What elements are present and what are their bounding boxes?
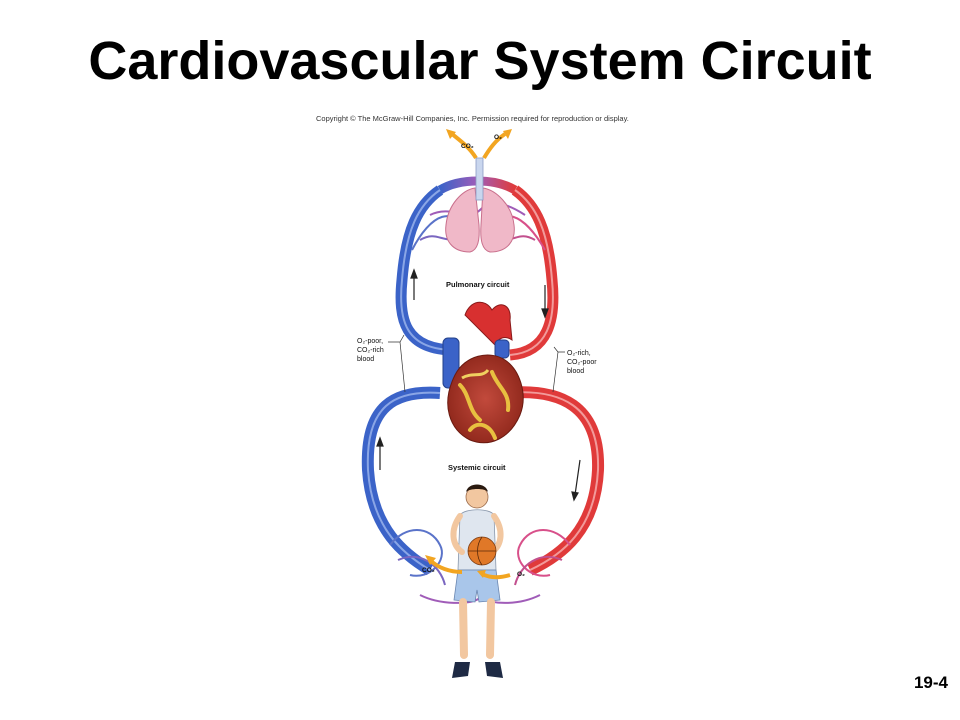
- tissue-co2-label: CO₂: [422, 567, 435, 574]
- systemic-vessels: [361, 386, 605, 576]
- athlete-figure: [450, 484, 504, 678]
- slide-title: Cardiovascular System Circuit: [88, 31, 872, 91]
- left-blood-annotation: O₂-poor, CO₂-rich blood: [357, 334, 406, 393]
- right-blood-line-2: CO₂-poor: [567, 359, 597, 366]
- copyright-notice: Copyright © The McGraw-Hill Companies, I…: [316, 114, 629, 123]
- lung-o2-label: O₂: [494, 134, 502, 141]
- right-shoe: [485, 662, 503, 678]
- flow-arrows: [376, 268, 581, 502]
- systemic-circuit-label: Systemic circuit: [448, 463, 506, 472]
- lungs: [445, 157, 515, 253]
- aorta: [464, 301, 513, 346]
- left-blood-line-1: O₂-poor,: [357, 338, 383, 345]
- lung-co2-label: CO₂: [461, 143, 474, 150]
- right-blood-annotation: O₂-rich, CO₂-poor blood: [552, 346, 597, 393]
- right-blood-line-1: O₂-rich,: [567, 350, 591, 357]
- slide-number: 19-4: [913, 673, 948, 692]
- pulmonary-circuit-label: Pulmonary circuit: [446, 280, 510, 289]
- tissue-o2-label: O₂: [517, 571, 525, 578]
- tissue-gas-arrows: CO₂ O₂: [422, 555, 525, 580]
- shorts: [453, 569, 501, 603]
- left-shoe: [452, 662, 470, 678]
- left-blood-line-3: blood: [357, 356, 374, 363]
- left-blood-line-2: CO₂-rich: [357, 347, 384, 354]
- right-blood-line-3: blood: [567, 368, 584, 375]
- heart: [442, 301, 524, 444]
- trachea: [475, 157, 484, 201]
- lung-gas-arrows: CO₂ O₂: [446, 129, 512, 160]
